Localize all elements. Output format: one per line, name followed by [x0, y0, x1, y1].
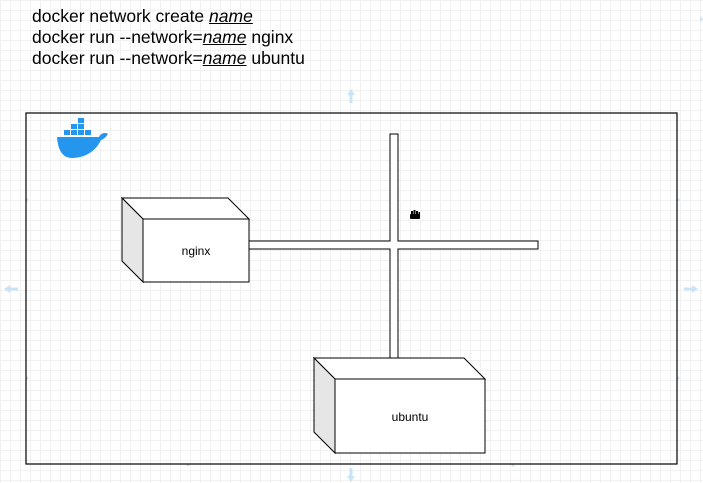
hand-cursor-icon — [410, 210, 420, 219]
resize-handle-bottom-icon[interactable] — [347, 468, 355, 482]
resize-handle-top-icon[interactable] — [347, 89, 355, 103]
command-line-3: docker run --network=name ubuntu — [32, 48, 305, 68]
network-bridge[interactable] — [247, 133, 539, 359]
resize-handle-top-right-icon[interactable] — [700, 16, 703, 22]
command-block: docker network create name docker run --… — [32, 6, 305, 69]
command-line-1: docker network create name — [32, 6, 253, 26]
docker-whale-icon — [57, 118, 108, 158]
param-name: name — [202, 27, 247, 47]
ubuntu-label: ubuntu — [391, 410, 429, 424]
network-frame[interactable] — [25, 112, 678, 465]
param-name: name — [209, 6, 253, 26]
nginx-container[interactable] — [120, 196, 251, 284]
resize-handle-right-icon[interactable] — [684, 285, 698, 293]
resize-handle-left-icon[interactable] — [4, 285, 18, 293]
param-name: name — [202, 48, 247, 68]
nginx-label: nginx — [181, 244, 211, 258]
command-line-2: docker run --network=name nginx — [32, 27, 294, 47]
ubuntu-container[interactable] — [312, 356, 487, 455]
